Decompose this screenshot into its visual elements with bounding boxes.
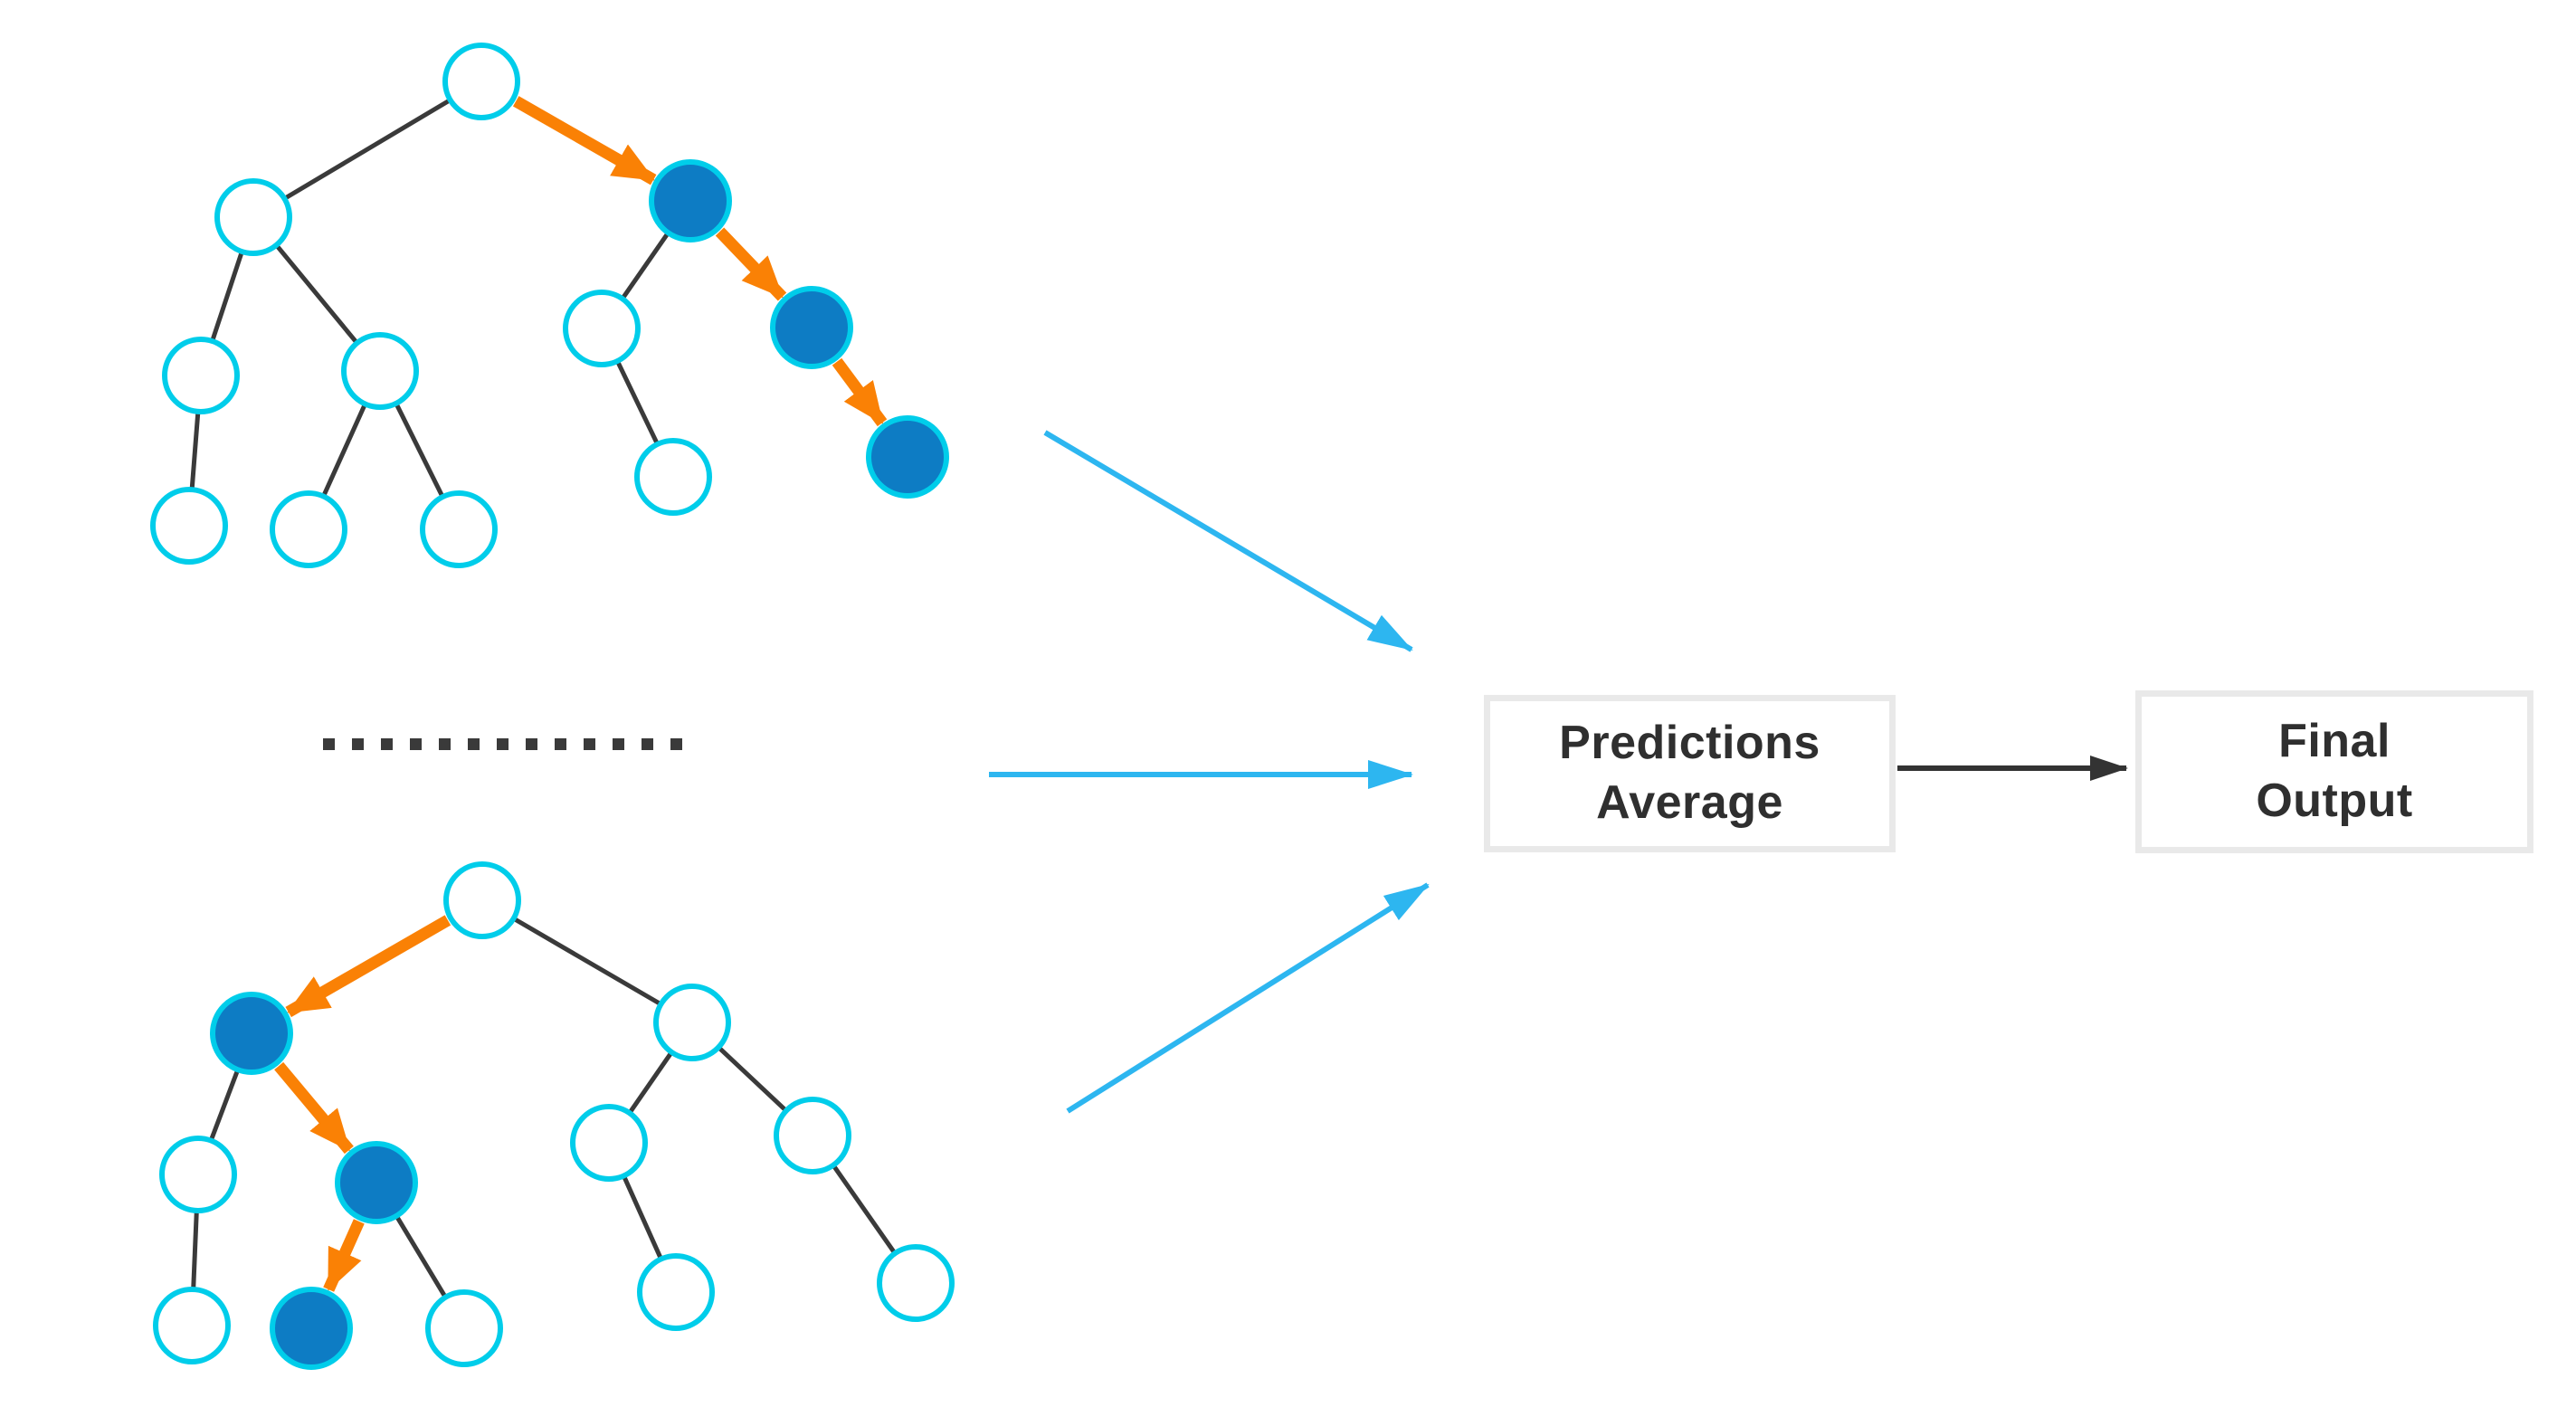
tree-ellipsis-dot [613, 738, 624, 750]
tree-ellipsis-dot [584, 738, 595, 750]
tree-node-highlighted [335, 1141, 418, 1224]
aggregate-arrow [1043, 430, 1413, 652]
tree-node [634, 438, 712, 516]
final-output-label-line1: Final [2278, 715, 2391, 768]
tree-edge [191, 1212, 199, 1288]
tree-node [162, 337, 240, 414]
tree-edge [284, 99, 451, 200]
final-output-box: Final Output [2135, 690, 2533, 853]
tree-node [270, 490, 347, 568]
tree-node [153, 1287, 231, 1364]
tree-edge [189, 413, 201, 489]
tree-edge [394, 404, 444, 497]
tree-ellipsis-dot [468, 738, 480, 750]
tree-node [774, 1097, 851, 1174]
tree-node [214, 178, 292, 256]
tree-ellipsis-dot [352, 738, 364, 750]
tree-node [443, 861, 521, 939]
tree-ellipsis-dot [497, 738, 509, 750]
tree-edge [275, 244, 358, 344]
tree-edge [209, 1070, 240, 1140]
tree-edge [622, 1176, 663, 1259]
decision-path-arrow [832, 357, 888, 427]
tree-edge [718, 1046, 787, 1112]
tree-ellipsis-dot [526, 738, 537, 750]
tree-ellipsis-dot [323, 738, 335, 750]
tree-edge [322, 404, 366, 496]
predictions-average-label-line1: Predictions [1559, 717, 1820, 770]
tree-edge [615, 361, 660, 444]
tree-ellipsis-dot [555, 738, 566, 750]
tree-edge [628, 1052, 673, 1113]
tree-node [159, 1136, 237, 1213]
tree-node [425, 1289, 503, 1367]
tree-ellipsis-dot [439, 738, 451, 750]
tree-edge [621, 233, 670, 299]
tree-node [637, 1253, 715, 1331]
tree-ellipsis-dot [381, 738, 393, 750]
tree-ellipsis-dot [410, 738, 422, 750]
final-output-label-line2: Output [2256, 775, 2413, 827]
tree-node-highlighted [770, 286, 853, 369]
tree-node-highlighted [649, 159, 732, 242]
tree-node [877, 1244, 955, 1322]
tree-edge [832, 1165, 896, 1254]
predictions-average-label-line2: Average [1596, 776, 1783, 829]
tree-node [442, 43, 520, 120]
tree-node [563, 290, 641, 367]
tree-node [150, 487, 228, 565]
tree-node [653, 984, 731, 1061]
tree-edge [514, 917, 661, 1006]
tree-ellipsis-dot [642, 738, 653, 750]
tree-node-highlighted [210, 992, 293, 1075]
tree-ellipsis-dot [670, 738, 682, 750]
tree-node-highlighted [270, 1287, 353, 1370]
decision-path-arrow [512, 96, 657, 185]
tree-node [341, 332, 419, 410]
tree-edge [210, 252, 244, 340]
tree-node [420, 490, 498, 568]
tree-edge [395, 1216, 447, 1298]
tree-node-highlighted [866, 415, 949, 499]
decision-path-arrow [715, 227, 787, 301]
tree-node [570, 1104, 648, 1182]
aggregate-arrow [1066, 882, 1430, 1114]
predictions-average-box: Predictions Average [1484, 695, 1896, 852]
decision-path-arrow [274, 1061, 354, 1155]
decision-path-arrow [323, 1219, 365, 1292]
decision-path-arrow [285, 915, 452, 1018]
